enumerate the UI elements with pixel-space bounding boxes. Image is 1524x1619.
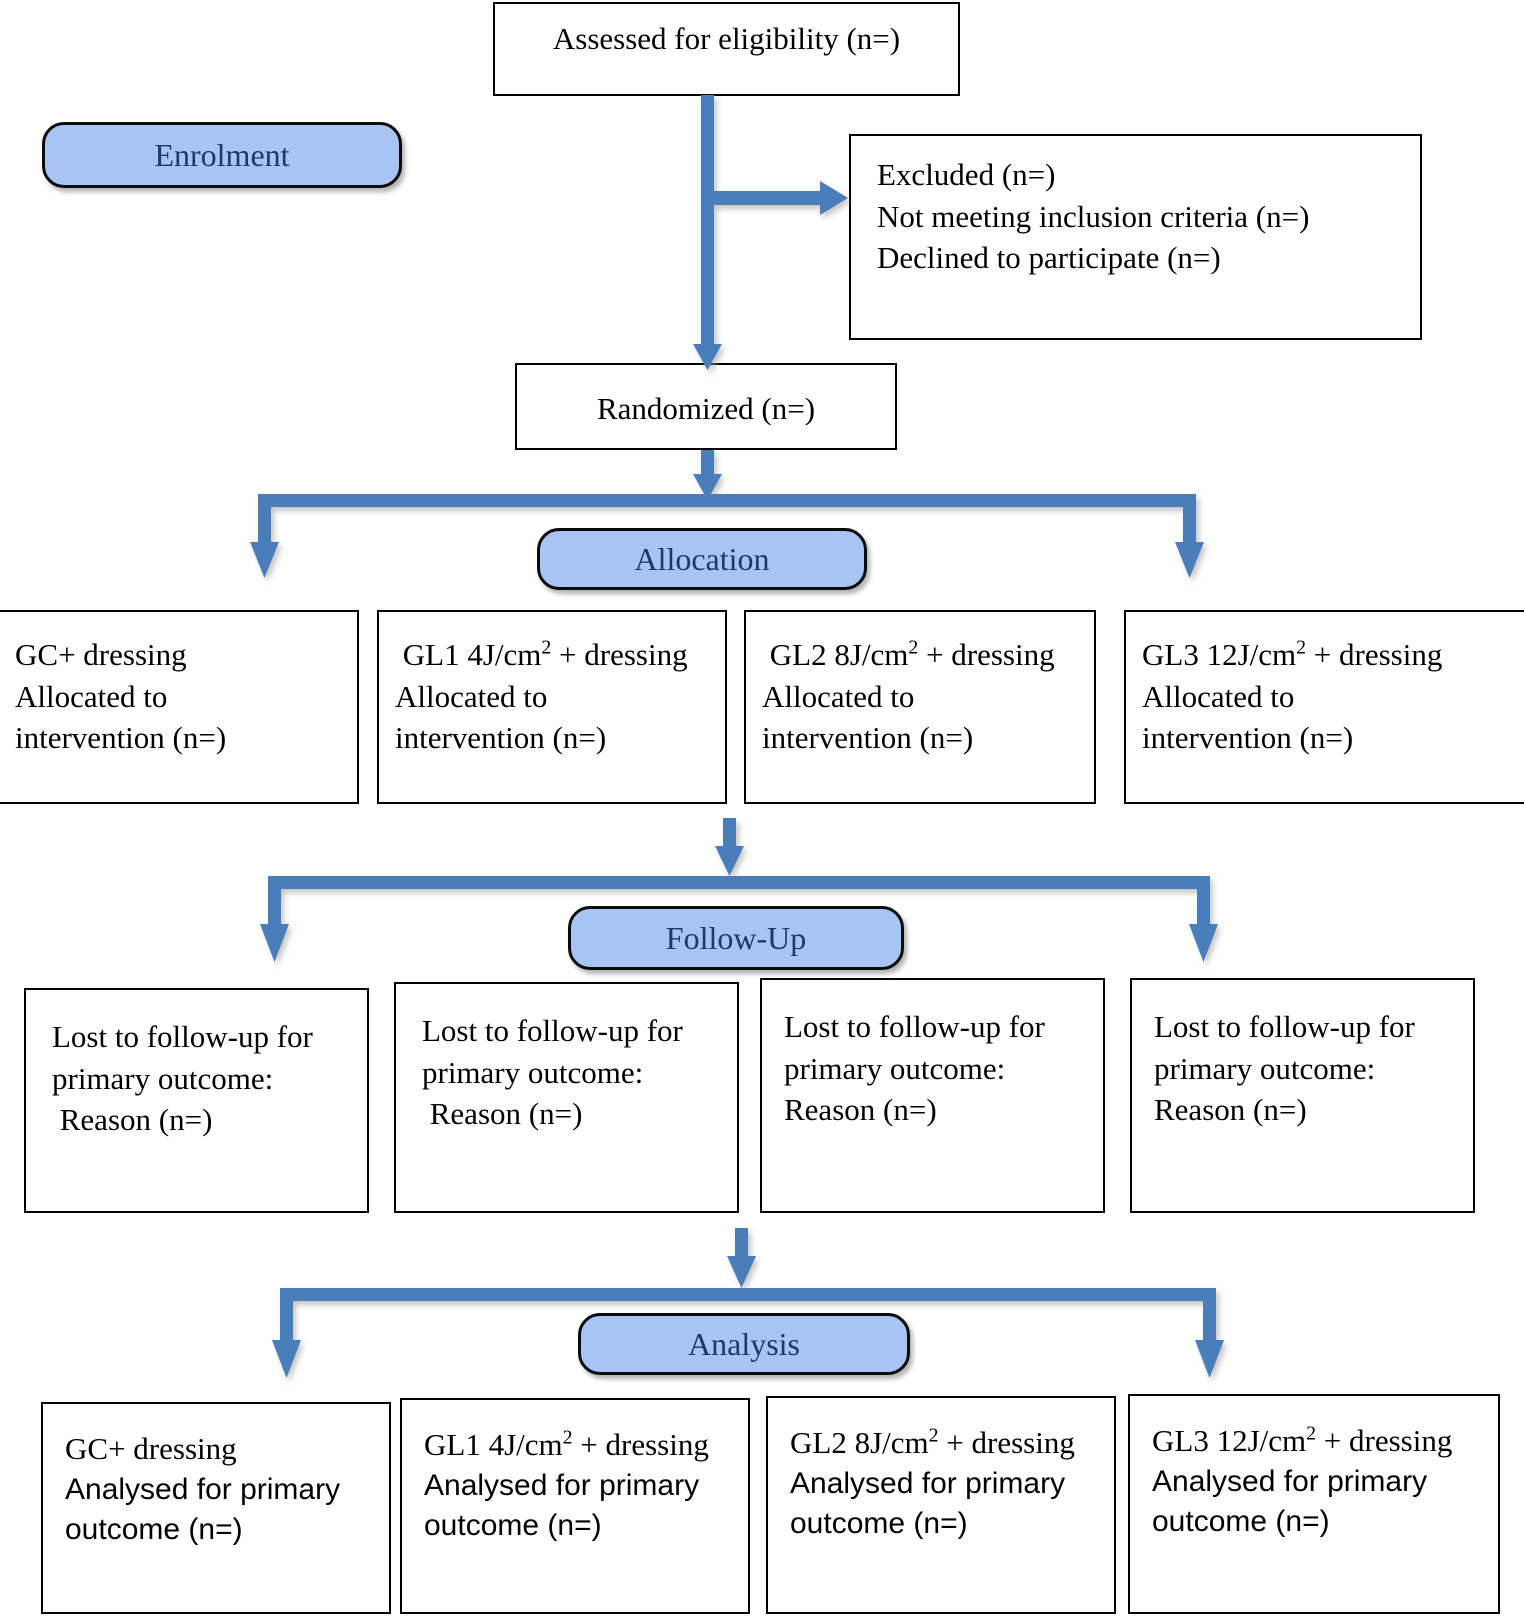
- followup-line3-1: Reason (n=): [52, 1102, 213, 1138]
- allocation-arm-label-3: GL2 8J/cm2 + dressing: [762, 636, 1055, 672]
- stage-badge-allocation-label: Allocation: [634, 540, 770, 577]
- allocation-line3-4: intervention (n=): [1142, 720, 1354, 756]
- analysis-box-4: GL3 12J/cm2 + dressing Analysed for prim…: [1128, 1394, 1500, 1614]
- analysis-box-3: GL2 8J/cm2 + dressing Analysed for prima…: [766, 1396, 1116, 1614]
- excluded-line-1: Excluded (n=): [877, 157, 1056, 192]
- allocation-arm-label-2: GL1 4J/cm2 + dressing: [395, 636, 688, 672]
- box-excluded: Excluded (n=) Not meeting inclusion crit…: [849, 134, 1422, 340]
- analysis-arm-label-1: GC+ dressing: [65, 1431, 237, 1466]
- followup-line3-4: Reason (n=): [1154, 1092, 1307, 1128]
- arrow-randomized-to-allocation: [693, 450, 722, 500]
- analysis-line2-1: Analysed for primary: [65, 1472, 341, 1506]
- superscript-2: 2: [562, 1426, 573, 1449]
- analysis-line2-4: Analysed for primary: [1152, 1464, 1428, 1498]
- superscript-2: 2: [928, 1424, 939, 1447]
- allocation-box-3: GL2 8J/cm2 + dressing Allocated to inter…: [744, 610, 1096, 804]
- allocation-line2-4: Allocated to: [1142, 678, 1295, 714]
- followup-line1-2: Lost to follow-up for: [422, 1013, 683, 1048]
- followup-line2-1: primary outcome:: [52, 1060, 274, 1096]
- followup-box-2: Lost to follow-up for primary outcome: R…: [394, 982, 739, 1213]
- box-assessed-for-eligibility: Assessed for eligibility (n=): [493, 2, 960, 96]
- analysis-line3-4: outcome (n=): [1152, 1504, 1330, 1538]
- box-randomized: Randomized (n=): [515, 363, 897, 450]
- superscript-2: 2: [908, 636, 919, 659]
- assessed-label: Assessed for eligibility (n=): [552, 21, 901, 56]
- analysis-line2-3: Analysed for primary: [790, 1466, 1066, 1500]
- analysis-line3-1: outcome (n=): [65, 1512, 243, 1546]
- stage-badge-analysis-label: Analysis: [688, 1325, 800, 1362]
- followup-line2-2: primary outcome:: [422, 1054, 644, 1090]
- stage-badge-enrolment: Enrolment: [42, 122, 402, 188]
- randomized-label: Randomized (n=): [596, 390, 816, 426]
- analysis-arm-label-2: GL1 4J/cm2 + dressing: [424, 1426, 709, 1462]
- analysis-box-1: GC+ dressing Analysed for primary outcom…: [41, 1402, 391, 1614]
- followup-box-3: Lost to follow-up for primary outcome: R…: [760, 978, 1105, 1213]
- followup-box-4: Lost to follow-up for primary outcome: R…: [1130, 978, 1475, 1213]
- followup-line2-4: primary outcome:: [1154, 1050, 1376, 1086]
- allocation-line3-3: intervention (n=): [762, 720, 974, 756]
- allocation-arm-label-1: GC+ dressing: [15, 637, 187, 672]
- allocation-arm-label-4: GL3 12J/cm2 + dressing: [1142, 636, 1443, 672]
- analysis-line3-3: outcome (n=): [790, 1506, 968, 1540]
- superscript-2: 2: [541, 636, 552, 659]
- allocation-line2-3: Allocated to: [762, 678, 915, 714]
- followup-line1-4: Lost to follow-up for: [1154, 1009, 1415, 1044]
- superscript-2: 2: [1306, 1422, 1317, 1445]
- followup-line3-3: Reason (n=): [784, 1092, 937, 1128]
- arrow-assessed-to-excluded: [714, 181, 848, 215]
- analysis-arm-label-3: GL2 8J/cm2 + dressing: [790, 1424, 1075, 1460]
- arrow-assessed-to-randomized: [693, 95, 722, 370]
- allocation-line2-2: Allocated to: [395, 678, 548, 714]
- analysis-line3-2: outcome (n=): [424, 1508, 602, 1542]
- stage-badge-followup: Follow-Up: [568, 906, 904, 970]
- analysis-arm-label-4: GL3 12J/cm2 + dressing: [1152, 1422, 1453, 1458]
- followup-line2-3: primary outcome:: [784, 1050, 1006, 1086]
- followup-box-1: Lost to follow-up for primary outcome: R…: [24, 988, 369, 1213]
- followup-line3-2: Reason (n=): [422, 1096, 583, 1132]
- allocation-box-1: GC+ dressing Allocated to intervention (…: [0, 610, 359, 804]
- followup-line1-1: Lost to follow-up for: [52, 1019, 313, 1054]
- followup-line1-3: Lost to follow-up for: [784, 1009, 1045, 1044]
- allocation-line3-1: intervention (n=): [15, 720, 227, 756]
- stage-badge-followup-label: Follow-Up: [665, 919, 807, 956]
- stage-badge-enrolment-label: Enrolment: [154, 136, 290, 173]
- arrow-allocation-to-followup: [715, 818, 744, 876]
- analysis-box-2: GL1 4J/cm2 + dressing Analysed for prima…: [400, 1398, 750, 1614]
- arrow-followup-to-analysis: [727, 1228, 756, 1288]
- allocation-line2-1: Allocated to: [15, 678, 168, 714]
- stage-badge-allocation: Allocation: [537, 528, 867, 590]
- stage-badge-analysis: Analysis: [578, 1313, 910, 1375]
- allocation-box-4: GL3 12J/cm2 + dressing Allocated to inte…: [1124, 610, 1524, 804]
- allocation-box-2: GL1 4J/cm2 + dressing Allocated to inter…: [377, 610, 727, 804]
- analysis-line2-2: Analysed for primary: [424, 1468, 700, 1502]
- allocation-line3-2: intervention (n=): [395, 720, 607, 756]
- superscript-2: 2: [1296, 636, 1307, 659]
- excluded-line-2: Not meeting inclusion criteria (n=): [877, 198, 1310, 234]
- excluded-line-3: Declined to participate (n=): [877, 240, 1221, 276]
